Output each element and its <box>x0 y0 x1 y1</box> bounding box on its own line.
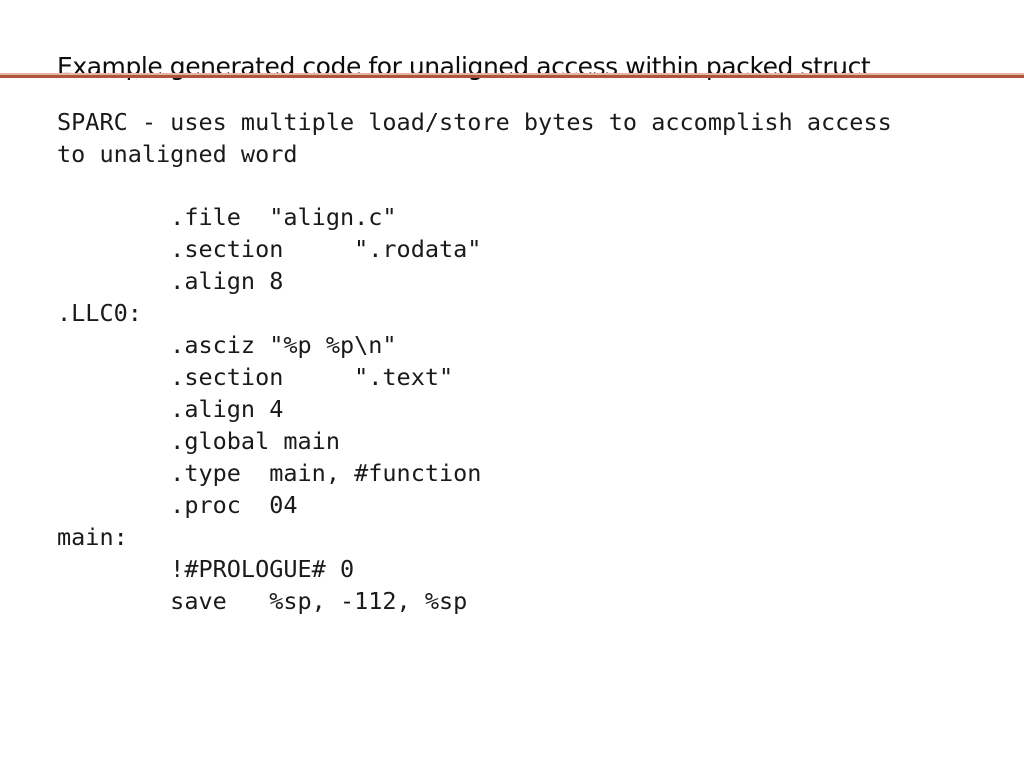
code-line: .align 4 <box>57 395 284 423</box>
code-line: main: <box>57 523 128 551</box>
code-line: .proc 04 <box>57 491 298 519</box>
code-line: .type main, #function <box>57 459 482 487</box>
code-line: .section ".text" <box>57 363 454 391</box>
code-line: .global main <box>57 427 340 455</box>
assembly-code-listing: .file "align.c" .section ".rodata" .alig… <box>57 201 1007 617</box>
code-line: .align 8 <box>57 267 284 295</box>
code-line: !#PROLOGUE# 0 <box>57 555 355 583</box>
code-line: .file "align.c" <box>57 203 397 231</box>
code-line: save %sp, -112, %sp <box>57 587 468 615</box>
code-line: .LLC0: <box>57 299 142 327</box>
code-line: .asciz "%p %p\n" <box>57 331 397 359</box>
code-line: .section ".rodata" <box>57 235 482 263</box>
title-divider <box>0 75 1024 78</box>
slide-body: SPARC - uses multiple load/store bytes t… <box>57 106 1007 617</box>
title-divider-highlight <box>0 73 1024 75</box>
intro-paragraph: SPARC - uses multiple load/store bytes t… <box>57 108 892 168</box>
